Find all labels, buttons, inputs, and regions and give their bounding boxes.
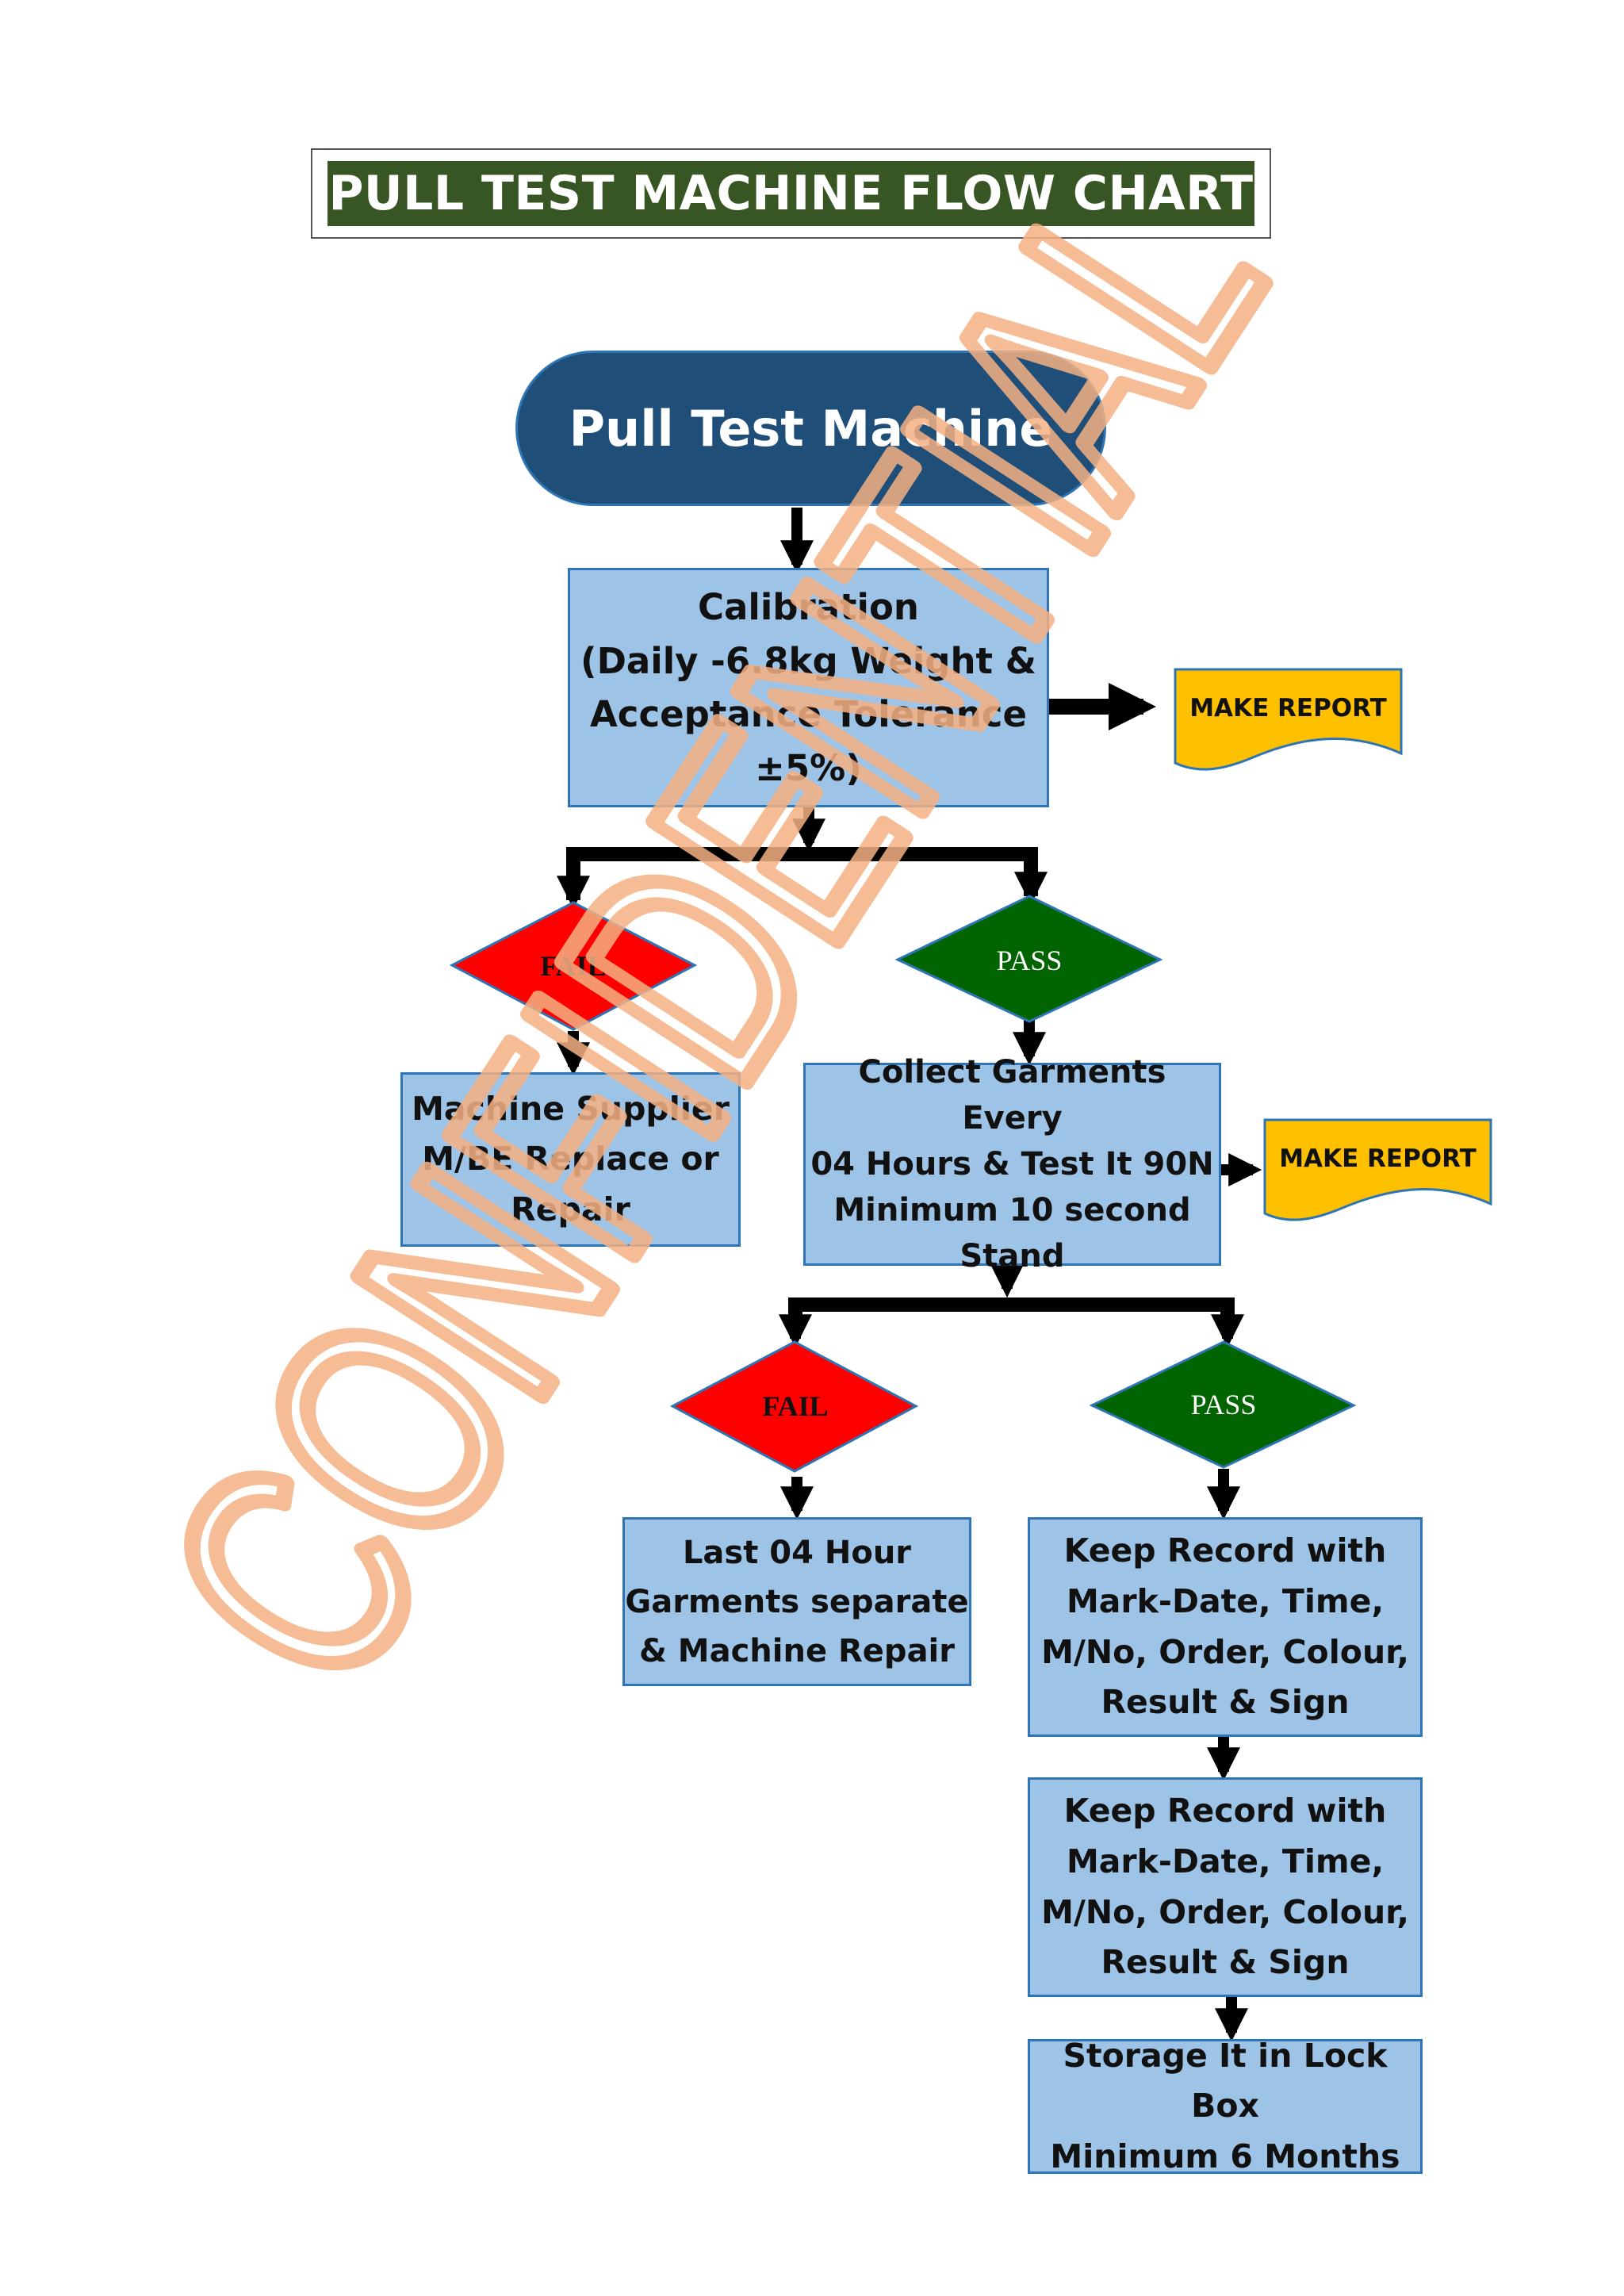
supplier-box: Machine Supplier M/BE Replace or Repair — [400, 1072, 741, 1247]
separate-text: Last 04 Hour Garments separate & Machine… — [625, 1534, 969, 1669]
fail-diamond-1 — [449, 901, 698, 1031]
pass-label-2: PASS — [1190, 1389, 1257, 1420]
fail-label-2: FAIL — [762, 1390, 829, 1422]
make-report-1-text: MAKE REPORT — [1189, 693, 1387, 723]
report-shape-2 — [1263, 1118, 1492, 1221]
split-bar-2 — [788, 1297, 1235, 1332]
calibration-text: Calibration (Daily -6.8kg Weight & Accep… — [580, 586, 1036, 789]
page-title: PULL TEST MACHINE FLOW CHART — [327, 161, 1254, 226]
pass-label-1: PASS — [996, 945, 1063, 976]
pass-diamond-2 — [1089, 1340, 1357, 1469]
title-frame: PULL TEST MACHINE FLOW CHART — [311, 148, 1271, 239]
make-report-2: MAKE REPORT — [1265, 1120, 1491, 1225]
record-2-text: Keep Record with Mark-Date, Time, M/No, … — [1041, 1792, 1409, 1982]
make-report-1: MAKE REPORT — [1175, 669, 1401, 774]
record-box-2: Keep Record with Mark-Date, Time, M/No, … — [1028, 1777, 1423, 1997]
record-1-text: Keep Record with Mark-Date, Time, M/No, … — [1041, 1531, 1409, 1722]
collect-text: Collect Garments Every 04 Hours & Test I… — [810, 1054, 1214, 1274]
separate-box: Last 04 Hour Garments separate & Machine… — [622, 1517, 971, 1686]
fail-label-1: FAIL — [540, 950, 607, 982]
fail-diamond-2 — [669, 1340, 919, 1473]
make-report-2-text: MAKE REPORT — [1279, 1144, 1477, 1173]
report-shape-1 — [1174, 668, 1403, 771]
split-bar-1 — [566, 847, 1038, 900]
supplier-text: Machine Supplier M/BE Replace or Repair — [412, 1089, 730, 1228]
start-terminator: Pull Test Machine — [515, 351, 1106, 506]
storage-text: Storage It in Lock Box Minimum 6 Months — [1050, 2036, 1400, 2175]
collect-box: Collect Garments Every 04 Hours & Test I… — [803, 1054, 1221, 1274]
calibration-box: Calibration (Daily -6.8kg Weight & Accep… — [568, 568, 1049, 807]
pass-diamond-1 — [894, 895, 1163, 1023]
record-box-1: Keep Record with Mark-Date, Time, M/No, … — [1028, 1517, 1423, 1737]
storage-box: Storage It in Lock Box Minimum 6 Months — [1028, 2037, 1423, 2175]
